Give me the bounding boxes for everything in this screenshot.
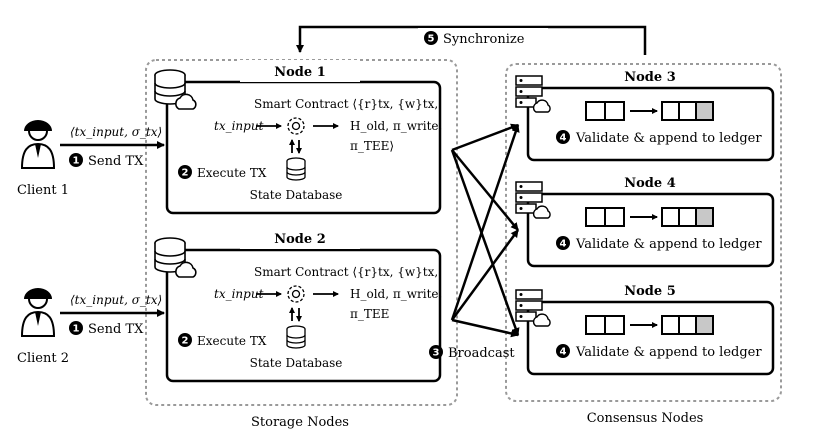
- state-database-icon: [286, 157, 306, 181]
- step-2-badge: [178, 333, 192, 347]
- node-1-input-label: tx_input: [214, 119, 264, 133]
- server-cloud-icon: [515, 181, 551, 219]
- node-1-output-line2: π_TEE⟩: [350, 139, 394, 153]
- step-3-badge: [429, 345, 443, 359]
- gear-icon: [287, 285, 305, 303]
- storage-node-2: Node 2 Smart Contract ⟨{r}tx, {w}tx, tx_…: [154, 227, 442, 383]
- user-icon: [20, 120, 56, 169]
- node-1-contract-label: Smart Contract ⟨{r}tx, {w}tx,: [254, 97, 438, 111]
- client-2-send-label: Send TX: [88, 322, 144, 337]
- broadcast-label: Broadcast: [448, 346, 515, 361]
- step-5-number: 5: [428, 34, 435, 45]
- step-1-badge: [69, 321, 83, 335]
- consensus-node-3: Node 3 4 Validate & append to ledger: [515, 66, 775, 162]
- node-1-db-label: State Database: [250, 188, 343, 202]
- consensus-nodes-label: Consensus Nodes: [587, 411, 704, 426]
- node-2-output-line1: H_old, π_write,: [350, 287, 442, 301]
- cloud-database-icon: [154, 69, 197, 110]
- consensus-node-5: Node 5 4 Validate & append to ledger: [515, 280, 775, 376]
- broadcast-step: 3: [433, 348, 440, 359]
- ledger-block-icon: [585, 207, 714, 227]
- node-1-execute-label: Execute TX: [197, 166, 267, 180]
- step-4-badge: [556, 344, 570, 358]
- client-2-label: Client 2: [17, 351, 69, 366]
- client-1-tx: ⟨tx_input, σ_tx⟩: [70, 125, 162, 139]
- server-cloud-icon: [515, 75, 551, 113]
- broadcast-arrows: [450, 123, 520, 338]
- client-2-step: 1: [73, 324, 80, 335]
- step-1-badge: [69, 153, 83, 167]
- storage-nodes-label: Storage Nodes: [251, 415, 349, 430]
- node-2-output-line2: π_TEE: [350, 307, 389, 321]
- node-4-title: Node 4: [624, 176, 676, 191]
- node-2-db-label: State Database: [250, 356, 343, 370]
- consensus-nodes-group: [505, 63, 782, 402]
- node-1-step-2: 2: [182, 168, 189, 179]
- node-2-title: Node 2: [274, 232, 326, 247]
- node-2-contract-label: Smart Contract ⟨{r}tx, {w}tx,: [254, 265, 438, 279]
- client-1-label: Client 1: [17, 183, 69, 198]
- step-4-badge: [556, 236, 570, 250]
- client-1: Client 1 ⟨tx_input, σ_tx⟩ 1 Send TX: [17, 120, 165, 198]
- client-1-step: 1: [73, 156, 80, 167]
- state-database-icon: [286, 325, 306, 349]
- client-1-send-label: Send TX: [88, 154, 144, 169]
- client-2-tx: ⟨tx_input, σ_tx⟩: [70, 293, 162, 307]
- synchronize-label: Synchronize: [443, 32, 525, 47]
- node-3-title: Node 3: [624, 70, 676, 85]
- node-2-execute-label: Execute TX: [197, 334, 267, 348]
- cloud-database-icon: [154, 237, 197, 278]
- node-5-title: Node 5: [624, 284, 676, 299]
- node-3-label: Validate & append to ledger: [575, 131, 762, 146]
- node-2-input-label: tx_input: [214, 287, 264, 301]
- server-cloud-icon: [515, 289, 551, 327]
- node-5-step: 4: [560, 347, 567, 358]
- consensus-node-4: Node 4 4 Validate & append to ledger: [515, 172, 775, 268]
- synchronize-arrow: 5 Synchronize: [296, 25, 647, 55]
- node-3-step: 4: [560, 133, 567, 144]
- node-4-step: 4: [560, 239, 567, 250]
- node-2-step-2: 2: [182, 336, 189, 347]
- user-icon: [20, 288, 56, 337]
- step-5-badge: [424, 31, 438, 45]
- ledger-block-icon: [585, 101, 714, 121]
- node-5-label: Validate & append to ledger: [575, 345, 762, 360]
- step-4-badge: [556, 130, 570, 144]
- client-2: Client 2 ⟨tx_input, σ_tx⟩ 1 Send TX: [17, 288, 165, 366]
- node-1-output-line1: H_old, π_write,: [350, 119, 442, 133]
- ledger-block-icon: [585, 315, 714, 335]
- node-1-title: Node 1: [274, 65, 326, 80]
- node-4-label: Validate & append to ledger: [575, 237, 762, 252]
- storage-node-1: Node 1 Smart Contract ⟨{r}tx, {w}tx, tx_…: [154, 60, 442, 215]
- gear-icon: [287, 117, 305, 135]
- step-2-badge: [178, 165, 192, 179]
